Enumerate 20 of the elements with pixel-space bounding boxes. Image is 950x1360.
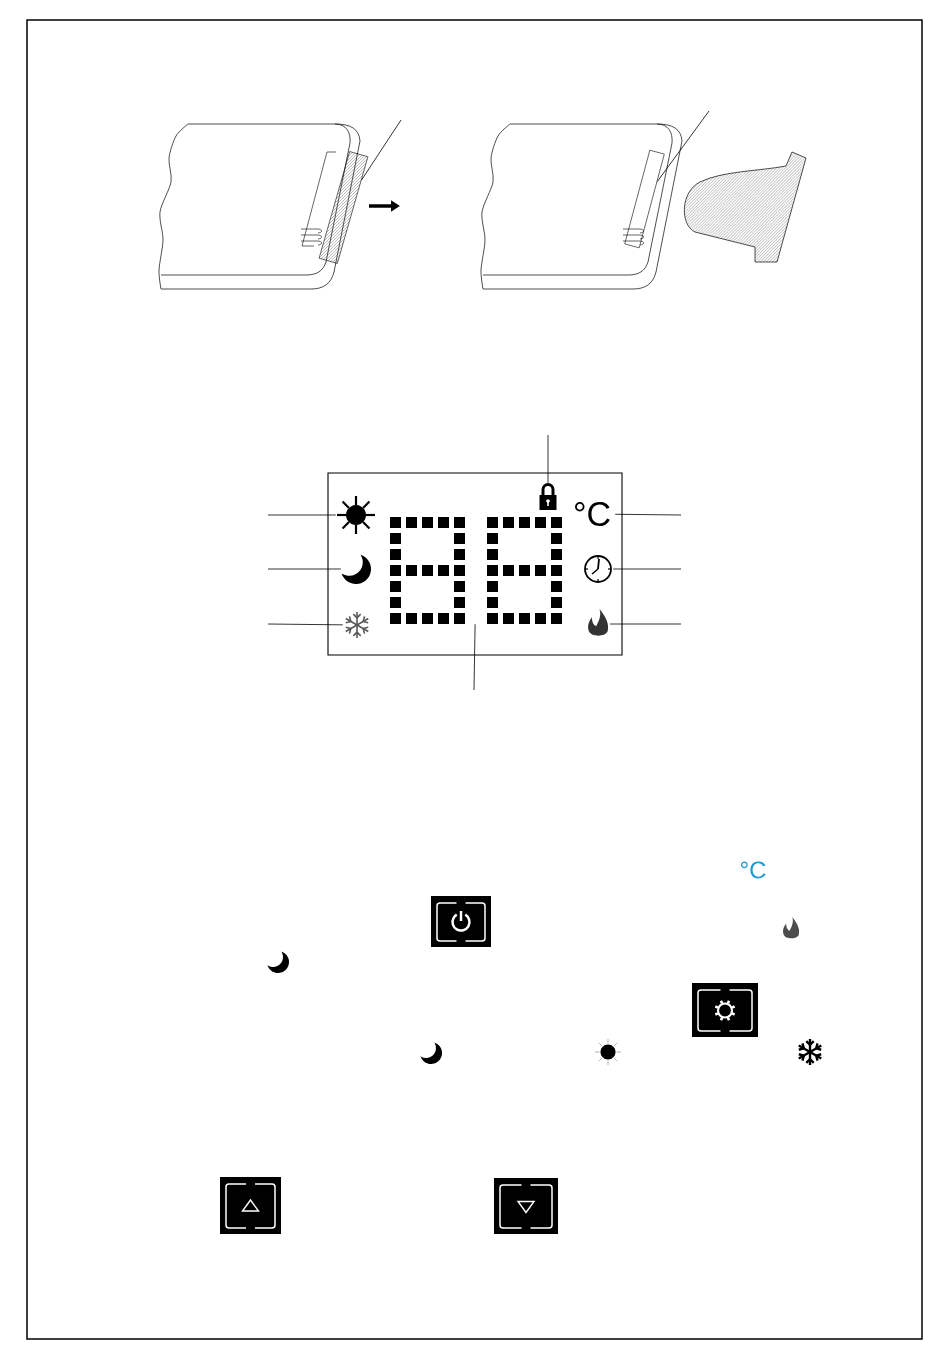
unit-label: °C [575, 502, 610, 526]
snowflake-icon [344, 611, 370, 639]
lock-icon [539, 483, 557, 510]
leader-line [267, 623, 344, 626]
leader-line [609, 623, 682, 625]
leader-line [267, 568, 342, 570]
sun-icon [337, 496, 375, 534]
leader-line [267, 514, 337, 516]
leader-line [547, 434, 549, 484]
leader-line [361, 119, 402, 181]
leader-line [656, 110, 710, 183]
flame-icon [588, 609, 609, 636]
battery-cover [318, 151, 369, 264]
leader-line [473, 623, 476, 691]
leader-line [612, 568, 682, 570]
clock-icon [584, 555, 612, 583]
moon-icon [341, 554, 371, 584]
unit-label: °C [741, 861, 766, 879]
battery-compartment [624, 149, 665, 249]
leader-line [614, 513, 682, 516]
